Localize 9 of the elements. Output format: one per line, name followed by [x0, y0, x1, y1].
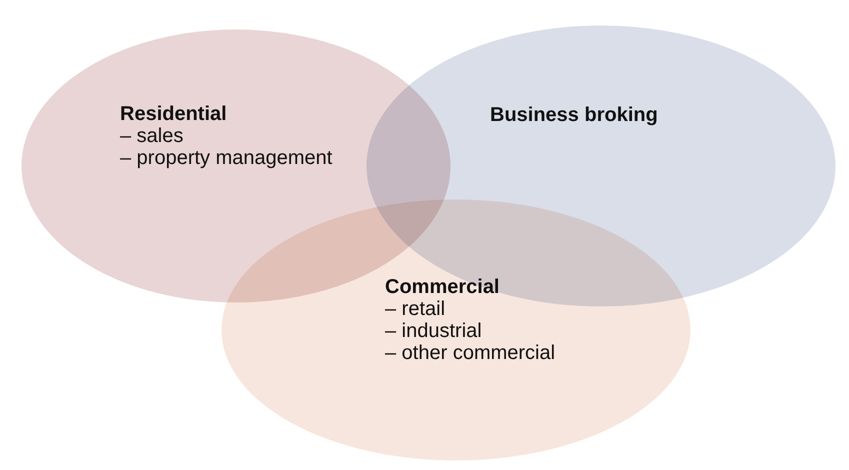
list-item: – other commercial: [385, 342, 556, 364]
category-heading: Residential: [120, 103, 228, 125]
venn-ellipse: [220, 198, 692, 462]
category-heading: Business broking: [490, 104, 659, 126]
list-item: – retail: [385, 298, 446, 320]
category-heading: Commercial: [385, 276, 500, 298]
list-item: – sales: [120, 125, 184, 147]
list-item: – industrial: [385, 320, 483, 342]
list-item: – property management: [120, 147, 334, 169]
